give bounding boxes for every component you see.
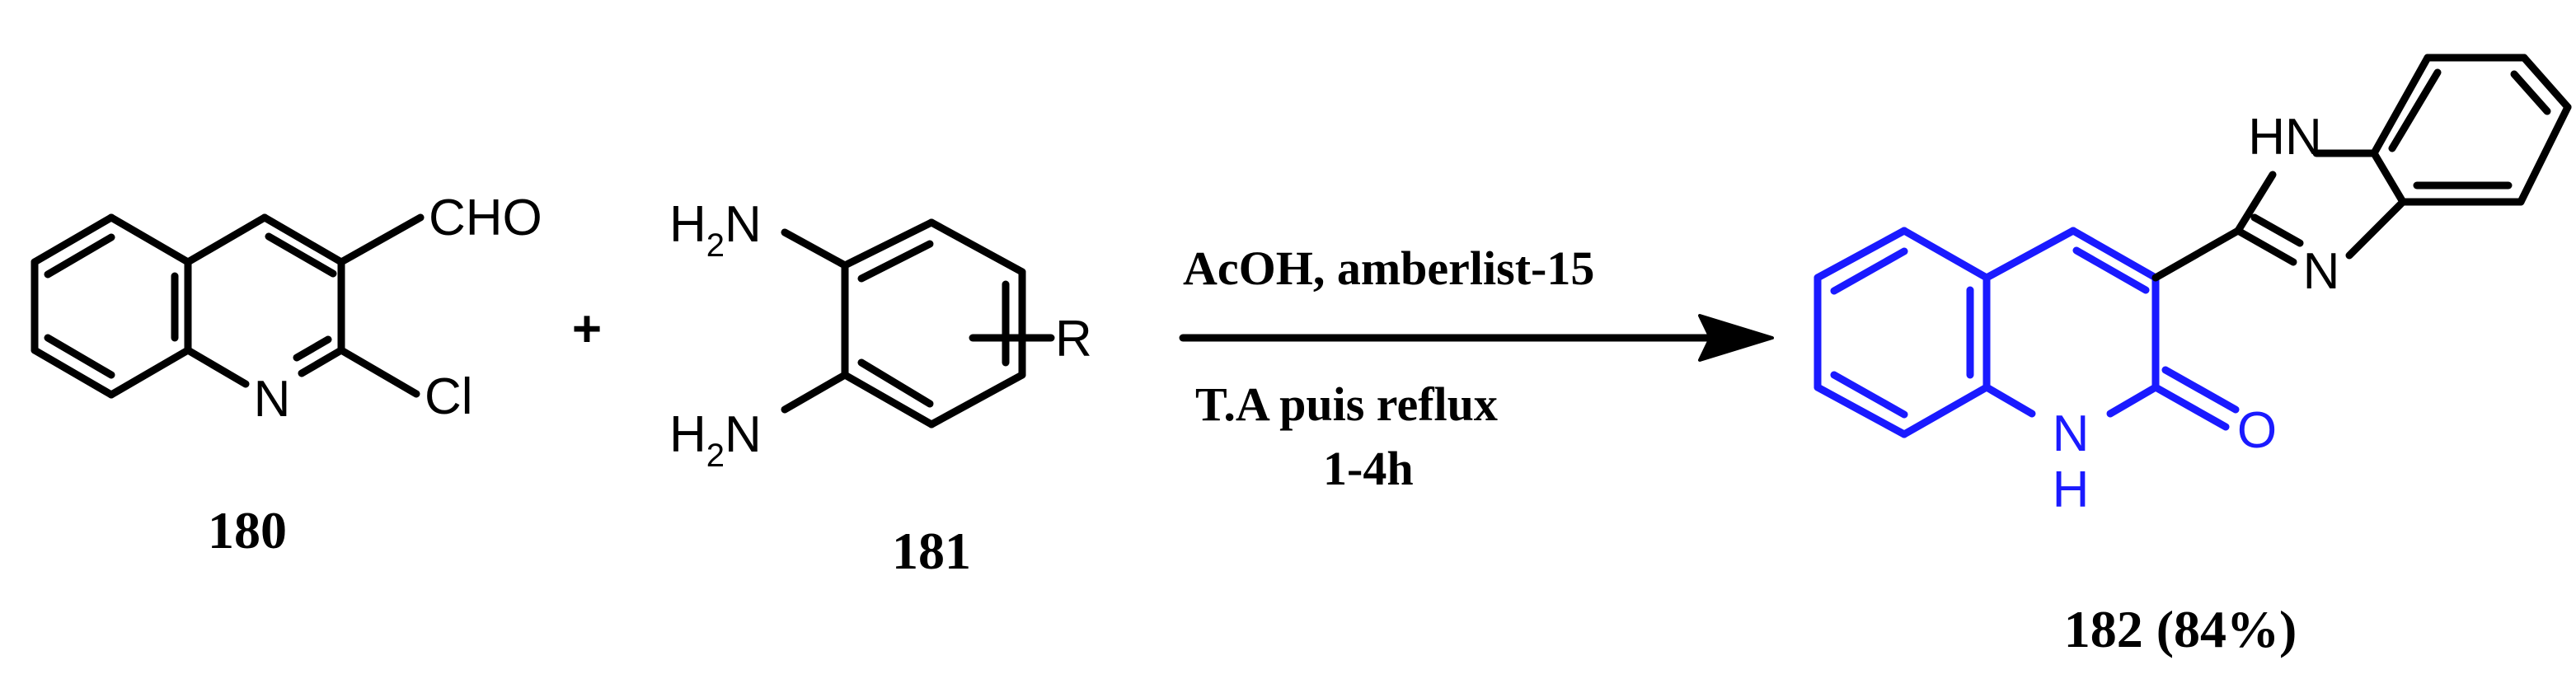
reactant-180-pyridine-ring [184, 213, 345, 388]
reactant-180-structure: N CHO Cl [30, 190, 542, 428]
reactant-180-chloro-label: Cl [425, 368, 473, 425]
product-182-imidazole-ring [2234, 149, 2407, 266]
reactant-180-chloro-bond [337, 346, 420, 398]
plus-sign: + [572, 301, 602, 358]
product-182-benzo-ring [1814, 227, 1991, 438]
product-182-benzimidazole-benzene-ring [2370, 54, 2572, 206]
reactant-180-benzo-ring [30, 213, 192, 399]
product-182-lactam-nitrogen: N [2053, 405, 2090, 462]
reaction-conditions-line2: 1-4h [1323, 442, 1414, 495]
reactant-180-formyl-bond [337, 213, 425, 266]
reactant-181-bottom-amine-label: H2N [669, 406, 762, 474]
product-182-structure: N H O HN N [1814, 54, 2572, 518]
product-182-imidazole-nh: HN [2248, 109, 2322, 166]
reactant-181-top-amine-label: H2N [669, 196, 762, 264]
reaction-reagents: AcOH, amberlist-15 [1183, 241, 1594, 295]
reactant-181-number: 181 [892, 522, 971, 580]
reactant-180-number: 180 [208, 501, 287, 560]
product-182-lactam-hydrogen: H [2053, 461, 2090, 518]
product-182-lactam-ring [1982, 227, 2240, 431]
reaction-arrow [1179, 314, 1774, 362]
reactant-181-structure: H2N H2N R [669, 196, 1092, 474]
reactant-181-substituent-label: R [1055, 311, 1092, 368]
reactant-181-bottom-amine-bond [781, 371, 849, 414]
product-182-label: 182 (84%) [2064, 600, 2297, 658]
product-182-imidazole-n: N [2303, 243, 2340, 300]
reactant-181-top-amine-bond [781, 228, 849, 269]
product-182-carbonyl-oxygen: O [2237, 402, 2277, 459]
reactant-180-aldehyde-label: CHO [429, 190, 542, 246]
reactant-180-ring-nitrogen: N [254, 371, 291, 428]
product-182-linker-bond [2151, 227, 2242, 282]
reaction-conditions-line1: T.A puis reflux [1195, 377, 1498, 431]
reactant-181-benzene-ring [841, 218, 1026, 428]
